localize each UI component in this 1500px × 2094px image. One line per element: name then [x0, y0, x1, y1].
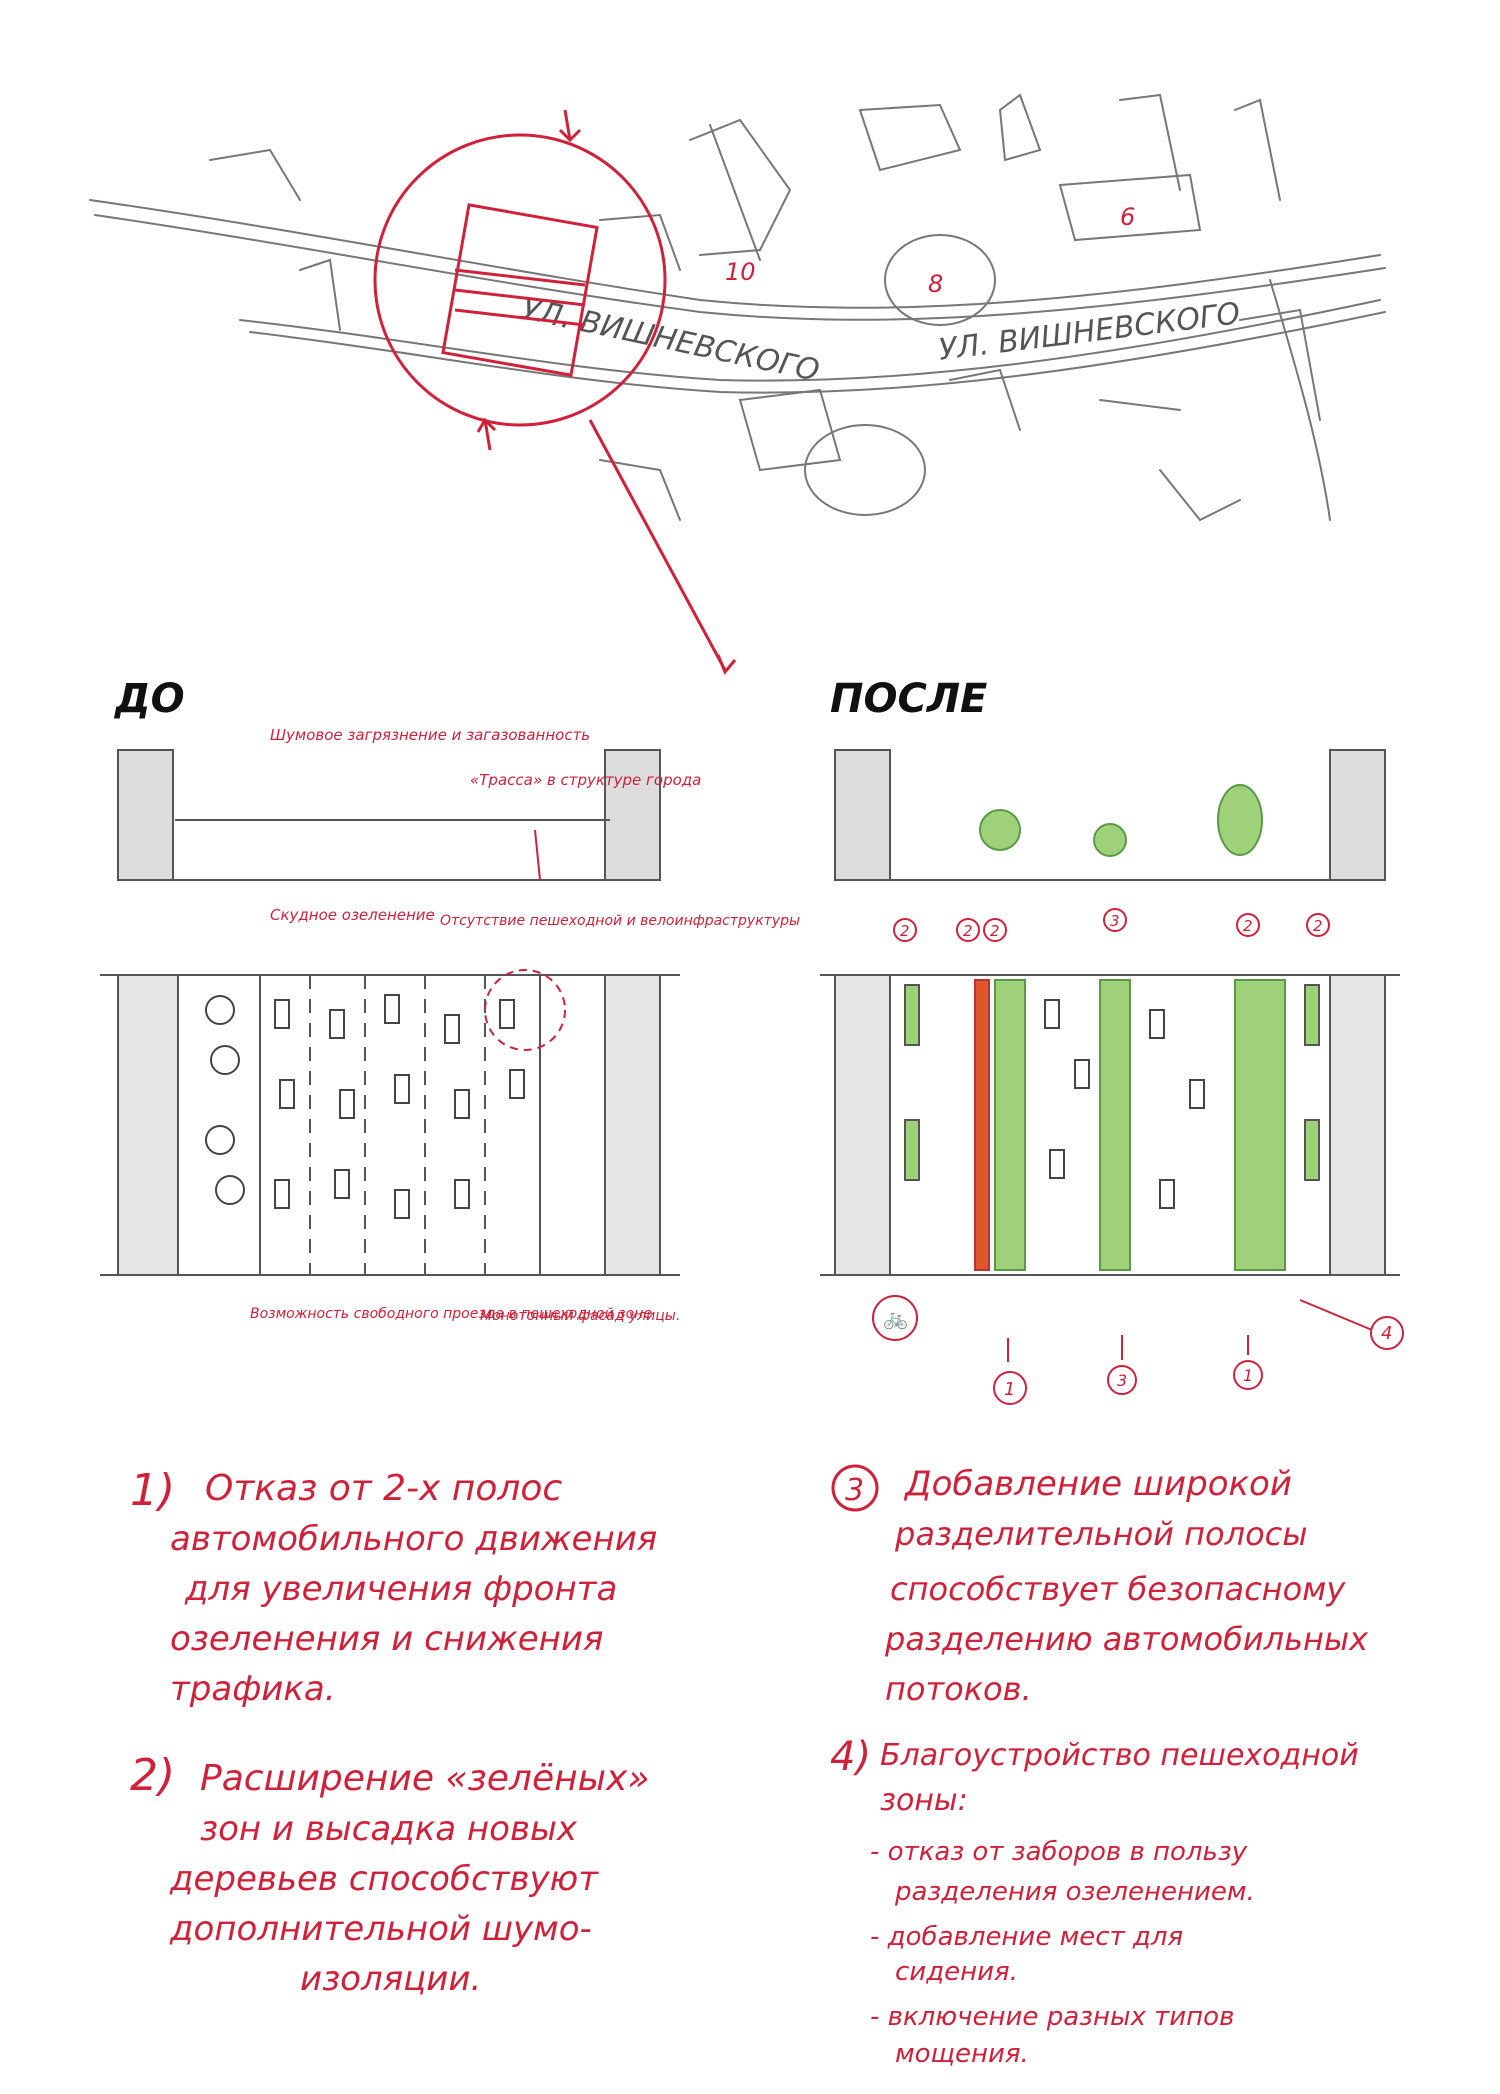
after-marker-3a: 3: [1110, 912, 1120, 930]
note-1-number: 1): [130, 1465, 175, 1516]
note-4-number: 4): [830, 1734, 871, 1780]
note-4-line-7: - включение разных типов: [870, 2002, 1234, 2032]
after-marker-1a: 1: [1004, 1379, 1015, 1400]
note-4-line-3: - отказ от заборов в пользу: [870, 1837, 1248, 1867]
note-2: 2) Расширение «зелёных» зон и высадка но…: [130, 1750, 650, 1999]
note-3-line-2: разделительной полосы: [894, 1515, 1308, 1553]
before-annotation-noise: Шумовое загрязнение и загазованность: [270, 726, 590, 744]
after-marker-2d: 2: [1243, 917, 1253, 935]
after-cars: [1044, 999, 1205, 1209]
note-3-line-1: Добавление широкой: [903, 1464, 1292, 1504]
bicycle-icon: 🚲: [883, 1306, 908, 1330]
after-marker-2a: 2: [900, 922, 910, 940]
map-sketch: [89, 93, 1386, 522]
note-4-line-4: разделения озеленением.: [894, 1877, 1255, 1907]
after-marker-2b: 2: [963, 922, 973, 940]
note-2-line-3: деревьев способствуют: [169, 1859, 599, 1899]
note-3-line-5: потоков.: [885, 1670, 1032, 1708]
after-marker-4: 4: [1381, 1323, 1392, 1344]
before-cars: [205, 994, 525, 1219]
note-4-line-8: мощения.: [895, 2039, 1029, 2069]
note-3-line-4: разделению автомобильных: [884, 1620, 1369, 1658]
before-plan: [100, 969, 680, 1276]
note-4-line-5: - добавление мест для: [870, 1922, 1183, 1952]
note-2-number: 2): [130, 1750, 175, 1801]
note-4-line-2: зоны:: [880, 1783, 968, 1818]
note-3: 3 Добавление широкой разделительной поло…: [831, 1464, 1369, 1708]
note-1: 1) Отказ от 2-х полос автомобильного дви…: [130, 1465, 657, 1709]
focus-circle: [373, 109, 737, 675]
building-number-10: 10: [725, 258, 756, 286]
before-annotation-monotone: Монотонный фасад улицы.: [480, 1308, 680, 1324]
note-2-line-4: дополнительной шумо-: [169, 1909, 592, 1949]
before-annotation-no-bike: Отсутствие пешеходной и велоинфраструкту…: [440, 913, 800, 929]
after-marker-3b: 3: [1117, 1371, 1127, 1390]
after-title: ПОСЛЕ: [830, 676, 987, 722]
note-1-line-3: для увеличения фронта: [184, 1569, 617, 1609]
note-4-line-6: сидения.: [895, 1957, 1018, 1987]
note-4: 4) Благоустройство пешеходной зоны: - от…: [830, 1734, 1359, 2069]
note-4-line-1: Благоустройство пешеходной: [880, 1738, 1359, 1773]
before-title: ДО: [113, 676, 185, 722]
building-number-6: 6: [1120, 203, 1135, 231]
after-marker-1b: 1: [1243, 1366, 1253, 1385]
note-1-line-4: озеленения и снижения: [170, 1619, 603, 1659]
note-1-line-5: трафика.: [170, 1669, 336, 1709]
after-plan: [820, 974, 1400, 1276]
after-elevation: [834, 749, 1386, 881]
before-elevation: [117, 749, 661, 881]
note-3-line-3: способствует безопасному: [890, 1570, 1346, 1608]
note-2-line-2: зон и высадка новых: [200, 1809, 578, 1849]
after-marker-2c: 2: [990, 922, 1000, 940]
note-3-number: 3: [845, 1473, 864, 1508]
building-number-8: 8: [928, 270, 943, 298]
after-markers: [872, 908, 1404, 1405]
note-1-line-2: автомобильного движения: [170, 1519, 657, 1559]
note-2-line-1: Расширение «зелёных»: [200, 1758, 650, 1799]
before-annotation-free-pass: Возможность свободного проезда в пешеход…: [250, 1306, 652, 1322]
before-annotation-highway: «Трасса» в структуре города: [470, 771, 701, 789]
after-marker-2e: 2: [1313, 917, 1323, 935]
before-annotation-greenery: Скудное озеленение: [270, 906, 435, 924]
note-2-line-5: изоляции.: [300, 1959, 481, 1999]
note-1-line-1: Отказ от 2-х полос: [205, 1468, 562, 1509]
